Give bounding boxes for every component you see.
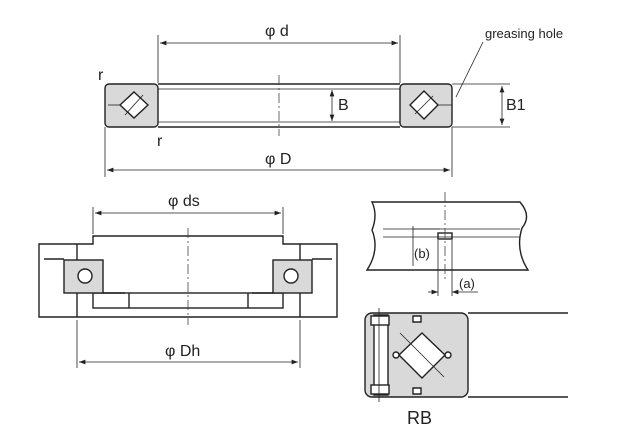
rb-label: RB	[407, 408, 432, 428]
B-label: B	[338, 97, 349, 114]
greasing-hole-detail: (b) (a)	[365, 192, 530, 296]
a-label: (a)	[459, 276, 475, 291]
phi-D-label: φ D	[265, 151, 291, 168]
B1-label: B1	[506, 97, 526, 114]
greasing-hole-label: greasing hole	[485, 26, 563, 41]
b-label: (b)	[414, 246, 430, 261]
r-label-top: r	[98, 67, 104, 84]
rb-detail: RB	[364, 308, 568, 428]
top-section-view: φ d greasing hole r r B B1 φ D	[98, 23, 563, 177]
r-label-bottom: r	[157, 133, 163, 150]
mounting-section-view: φ ds φ Dh	[38, 193, 338, 368]
phi-d-label: φ d	[265, 23, 289, 40]
phi-Dh-label: φ Dh	[165, 343, 200, 360]
phi-ds-label: φ ds	[168, 193, 200, 210]
